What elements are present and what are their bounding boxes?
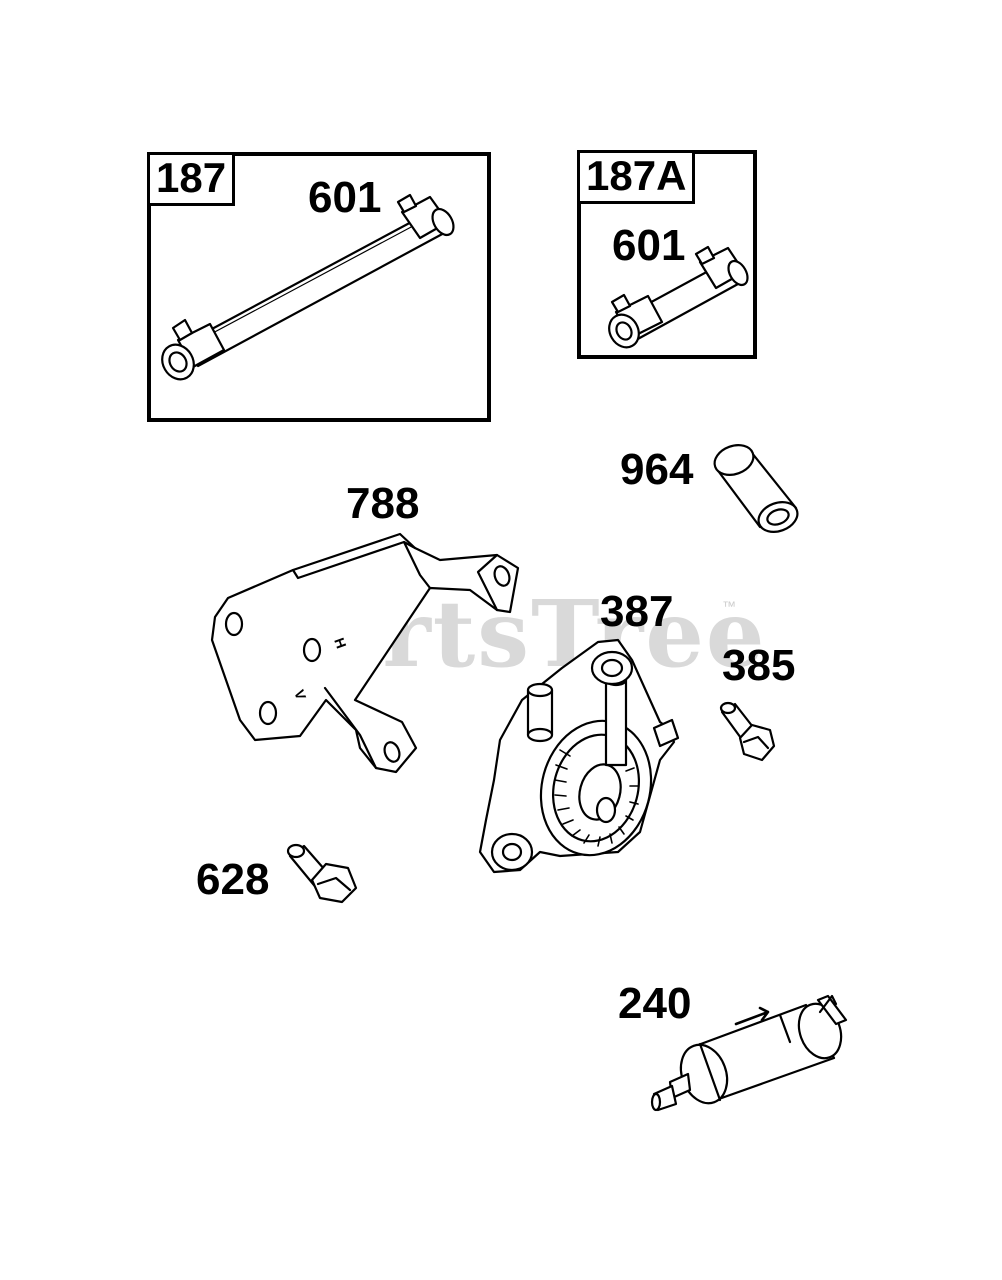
kit-187a-part-label[interactable]: 601 <box>612 221 686 270</box>
part-788-label[interactable]: 788 <box>346 479 420 528</box>
part-964-label[interactable]: 964 <box>620 445 694 494</box>
fuel-line-short[interactable] <box>603 245 751 353</box>
kit-187a-label[interactable]: 187A <box>577 150 696 204</box>
mounting-bracket[interactable]: H V <box>210 532 520 774</box>
watermark-trademark: ™ <box>722 598 736 614</box>
part-385-label[interactable]: 385 <box>722 641 796 690</box>
kit-187-frame <box>147 152 491 422</box>
spacer-tube[interactable] <box>710 440 801 537</box>
kit-187-part-label[interactable]: 601 <box>308 173 382 222</box>
screw-628[interactable] <box>286 843 358 904</box>
part-240-label[interactable]: 240 <box>618 979 692 1028</box>
fuel-pump[interactable] <box>478 638 680 874</box>
kit-187-label[interactable]: 187 <box>147 152 236 206</box>
part-387-label[interactable]: 387 <box>600 587 674 636</box>
fuel-filter[interactable] <box>650 994 848 1112</box>
screw-385[interactable] <box>719 701 776 762</box>
part-628-label[interactable]: 628 <box>196 855 270 904</box>
fuel-line-long[interactable] <box>156 193 458 385</box>
